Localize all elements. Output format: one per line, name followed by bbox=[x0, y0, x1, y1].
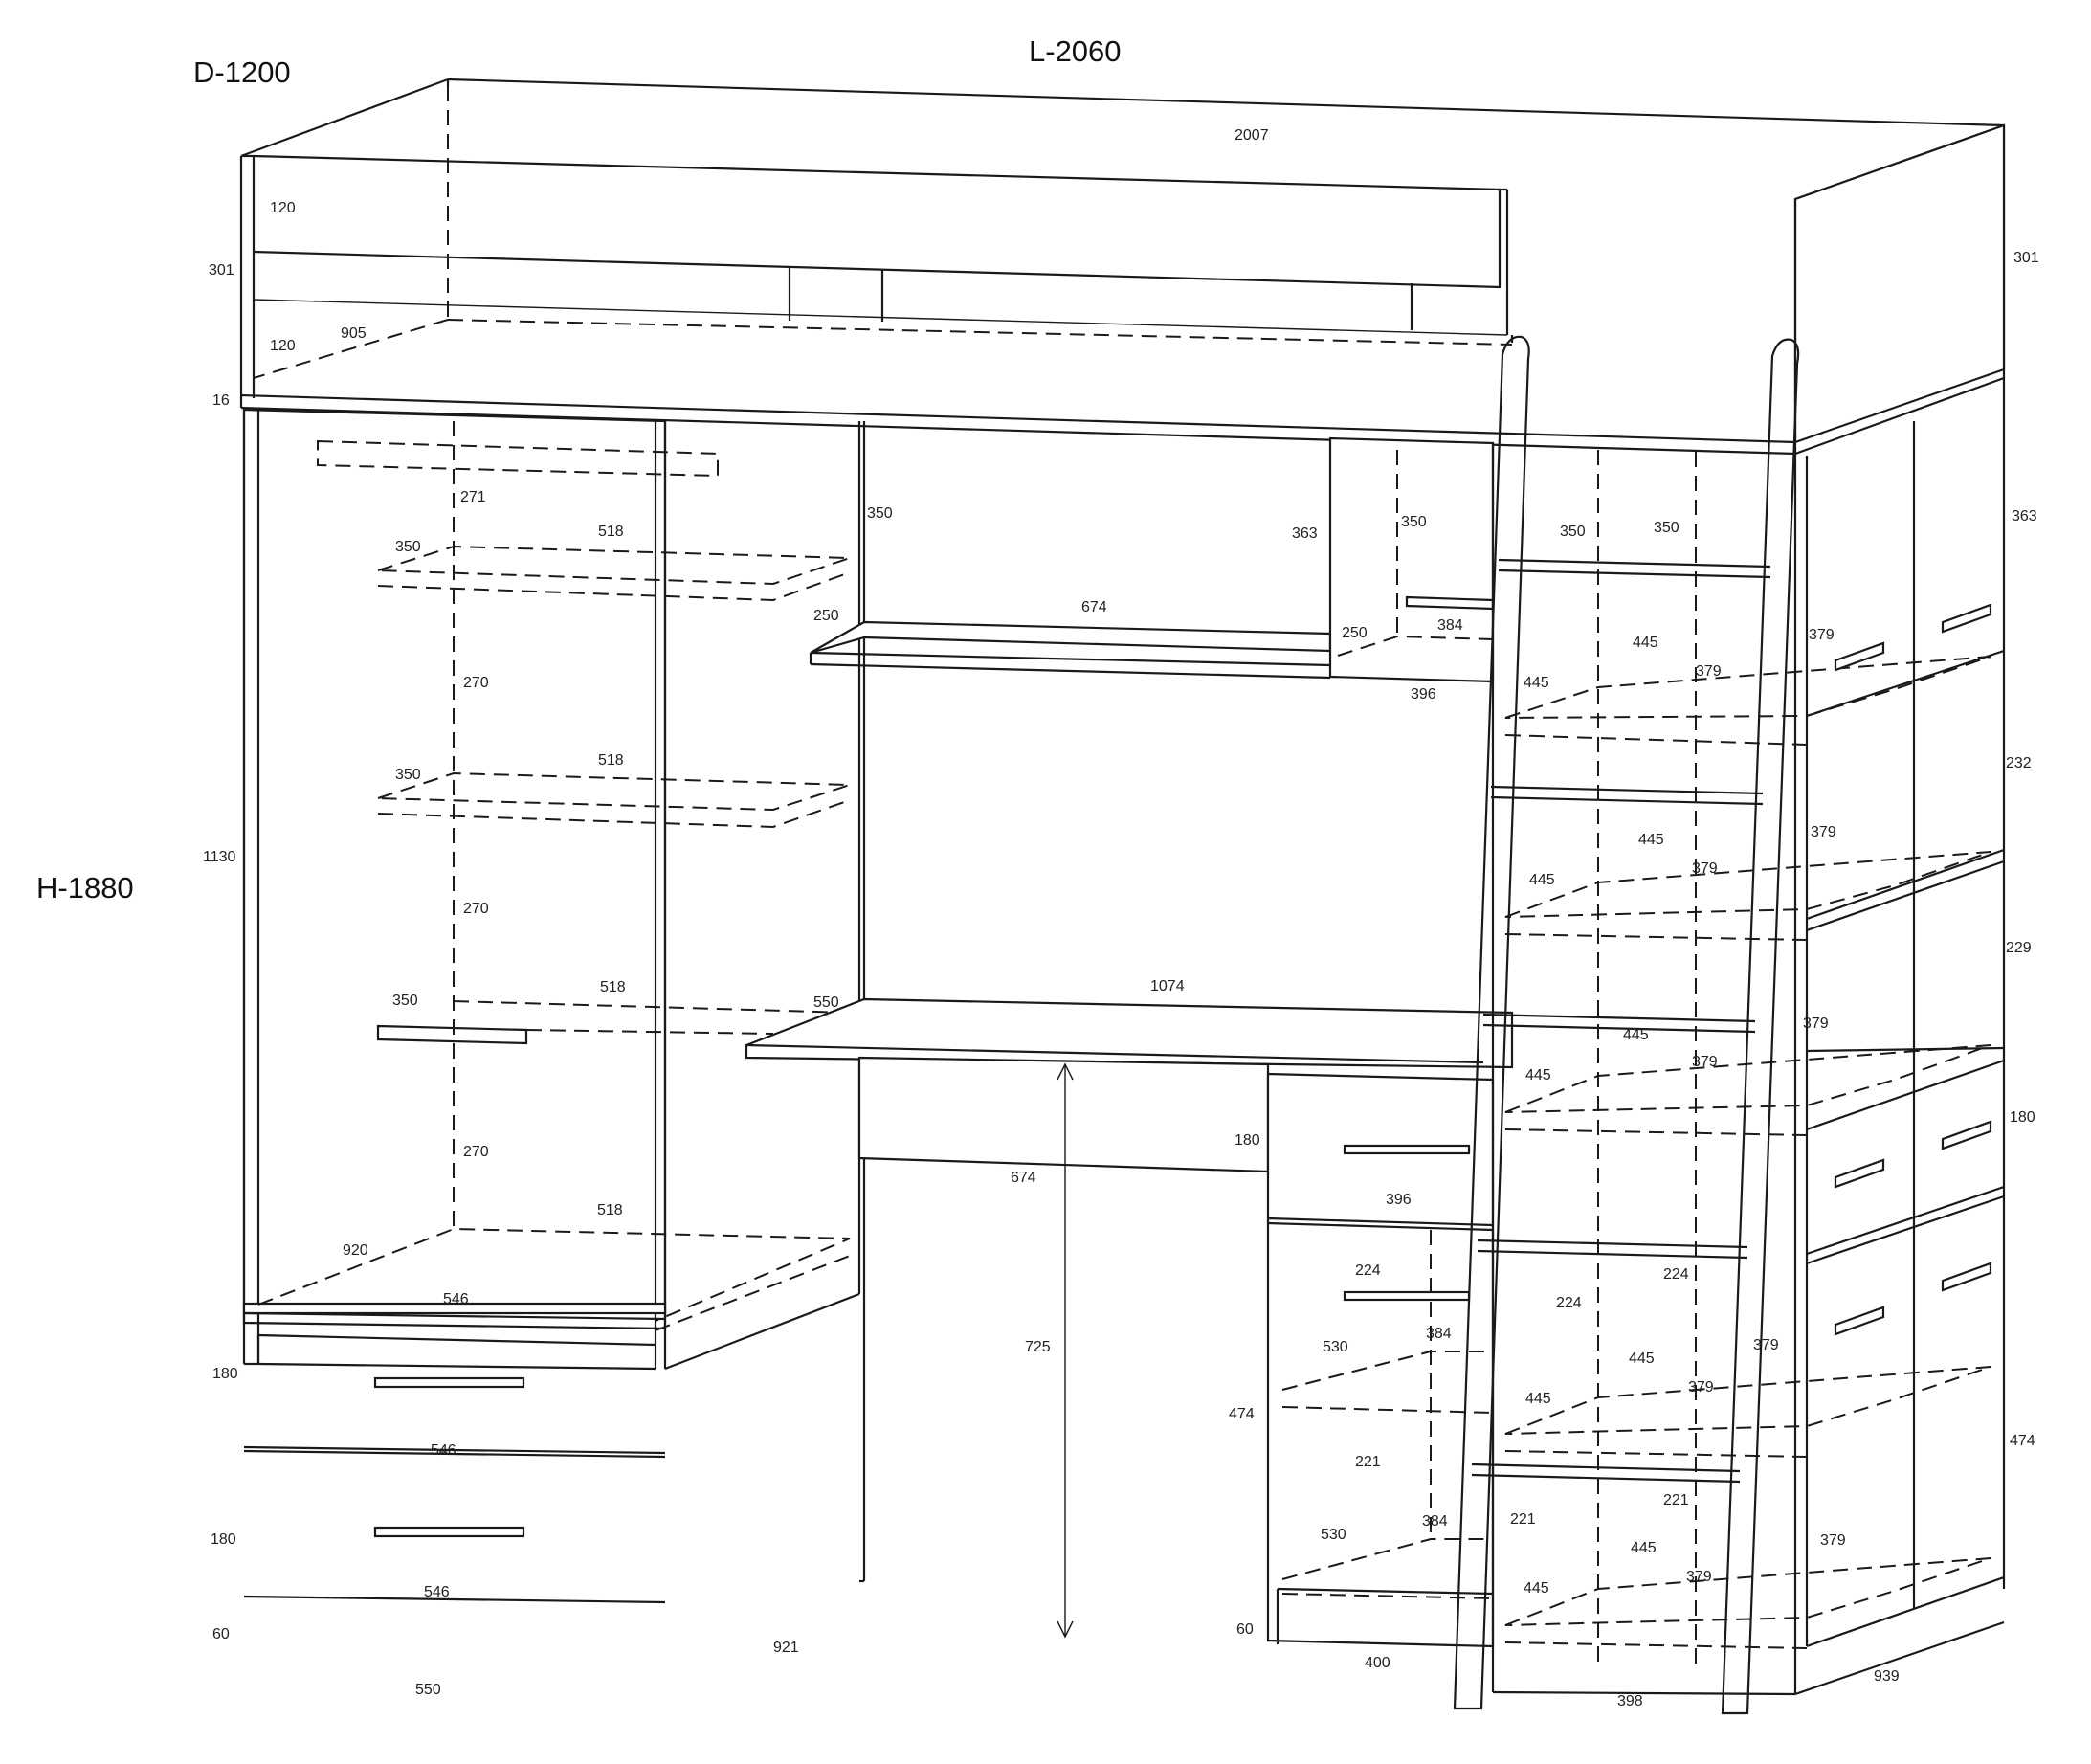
dim-base-shelf: 518 bbox=[597, 1202, 623, 1218]
dim-gap1: 270 bbox=[463, 675, 489, 691]
dim-right-end: 301 bbox=[2013, 250, 2039, 266]
dim-right-474: 474 bbox=[2010, 1433, 2035, 1449]
dim-stair-r1a: 379 bbox=[1696, 663, 1722, 680]
dim-shelf3-depth: 350 bbox=[392, 993, 418, 1009]
dim-slat: 16 bbox=[212, 392, 230, 409]
dim-stair-depth-a: 350 bbox=[1560, 524, 1586, 540]
dim-desk-depth: 550 bbox=[813, 994, 839, 1011]
dim-left-end: 301 bbox=[209, 262, 234, 279]
dim-stair-gap-c: 221 bbox=[1510, 1511, 1536, 1528]
dimension-labels: 2007 120 120 301 301 905 16 1130 271 350… bbox=[203, 127, 2039, 1709]
dim-shelf2-width: 518 bbox=[598, 752, 624, 769]
dim-drawer1-width: 546 bbox=[431, 1442, 456, 1459]
dim-niche-shelf-width: 384 bbox=[1437, 617, 1463, 634]
dim-left-base: 550 bbox=[415, 1682, 441, 1698]
dim-stair-w-a2: 445 bbox=[1529, 872, 1555, 888]
dim-right-232: 232 bbox=[2006, 755, 2032, 771]
dim-stair-r3b: 379 bbox=[1803, 1016, 1829, 1032]
dim-2007: 2007 bbox=[1235, 127, 1269, 144]
length-label: L-2060 bbox=[1029, 34, 1122, 68]
dim-shelf2-depth: 350 bbox=[395, 767, 421, 783]
dim-left-rail-upper: 120 bbox=[270, 200, 296, 216]
dim-stair-w-a4: 445 bbox=[1525, 1391, 1551, 1407]
dim-niche-shelf-depth: 250 bbox=[1342, 625, 1368, 641]
dim-desk-drawer: 674 bbox=[1011, 1170, 1036, 1186]
left-wardrobe bbox=[242, 408, 861, 1604]
dim-stair-r5b: 379 bbox=[1820, 1532, 1846, 1549]
dim-stair-w-a1: 445 bbox=[1524, 675, 1549, 691]
dim-ped-drawer-width: 396 bbox=[1386, 1192, 1412, 1208]
dim-shelf1-depth: 350 bbox=[395, 539, 421, 555]
dim-stair-w-b3: 445 bbox=[1623, 1027, 1649, 1043]
overall-dimensions: D-1200 L-2060 H-1880 bbox=[36, 34, 1122, 904]
depth-label: D-1200 bbox=[193, 56, 291, 89]
dim-ped-shelf2-depth: 530 bbox=[1321, 1527, 1346, 1543]
dim-wardrobe-height: 1130 bbox=[203, 849, 236, 865]
dim-stair-r4a: 379 bbox=[1688, 1379, 1714, 1396]
dim-pedestal-width: 400 bbox=[1365, 1655, 1390, 1671]
dim-shelf3-width: 518 bbox=[600, 979, 626, 995]
dim-stair-r1b: 379 bbox=[1809, 627, 1835, 643]
dim-wardrobe-width: 546 bbox=[443, 1291, 469, 1307]
ladder bbox=[1453, 335, 1800, 1715]
dim-drawer2-width: 546 bbox=[424, 1584, 450, 1600]
dim-stair-r4b: 379 bbox=[1753, 1337, 1779, 1353]
dim-ped-height: 474 bbox=[1229, 1406, 1255, 1422]
dim-gap2: 270 bbox=[463, 901, 489, 917]
dim-left-side-depth: 921 bbox=[773, 1640, 799, 1656]
dim-right-180: 180 bbox=[2010, 1109, 2035, 1126]
dim-plinth-left: 60 bbox=[212, 1626, 230, 1642]
height-label: H-1880 bbox=[36, 871, 134, 904]
dim-drawer2-height: 180 bbox=[211, 1531, 236, 1548]
dim-stair-r2a: 379 bbox=[1692, 860, 1718, 877]
dim-stair-r3a: 379 bbox=[1692, 1054, 1718, 1070]
dim-upper-shelf-depth: 250 bbox=[813, 608, 839, 624]
dim-stair-depth-b: 350 bbox=[1654, 520, 1679, 536]
dim-ped-shelf2-width: 384 bbox=[1422, 1513, 1448, 1530]
dim-stair-w-a5: 445 bbox=[1524, 1580, 1549, 1597]
dim-upper-shelf-width: 674 bbox=[1081, 599, 1107, 615]
dim-stair-gap-b: 224 bbox=[1663, 1266, 1689, 1283]
dim-right-depth: 939 bbox=[1874, 1668, 1900, 1685]
dim-stair-w-a3: 445 bbox=[1525, 1067, 1551, 1083]
dim-desk-back: 350 bbox=[867, 505, 893, 522]
dim-stair-w-b5: 445 bbox=[1631, 1540, 1657, 1556]
dim-wardrobe-depth: 920 bbox=[343, 1242, 368, 1259]
dim-ped-gap2: 221 bbox=[1355, 1454, 1381, 1470]
dim-left-rail-lower: 120 bbox=[270, 338, 296, 354]
dim-ped-gap1: 224 bbox=[1355, 1262, 1381, 1279]
dim-desk-width: 1074 bbox=[1150, 978, 1185, 994]
dim-bed-depth: 905 bbox=[341, 325, 367, 342]
dim-drawer1-height: 180 bbox=[212, 1366, 238, 1382]
stair-storage bbox=[1491, 378, 2006, 1696]
dim-ped-shelf1-depth: 530 bbox=[1323, 1339, 1348, 1355]
dim-stair-r5a: 379 bbox=[1686, 1569, 1712, 1585]
dim-plinth-mid: 60 bbox=[1236, 1621, 1254, 1638]
dim-niche-width: 396 bbox=[1411, 686, 1436, 703]
dim-stair-gap-a: 224 bbox=[1556, 1295, 1582, 1311]
dim-ped-shelf1-width: 384 bbox=[1426, 1326, 1452, 1342]
dim-right-363: 363 bbox=[2012, 508, 2037, 525]
dim-stair-w-b4: 445 bbox=[1629, 1351, 1655, 1367]
dim-hanger-gap: 271 bbox=[460, 489, 486, 505]
dim-shelf1-width: 518 bbox=[598, 524, 624, 540]
dim-niche-height: 363 bbox=[1292, 525, 1318, 542]
bed-frame bbox=[239, 78, 2006, 456]
dim-stair-gap-d: 221 bbox=[1663, 1492, 1689, 1508]
dim-right-229: 229 bbox=[2006, 940, 2032, 956]
dim-stair-width: 398 bbox=[1617, 1693, 1643, 1709]
dim-niche-depth: 350 bbox=[1401, 514, 1427, 530]
dim-stair-w-b1: 445 bbox=[1633, 635, 1658, 651]
dim-leg-space: 725 bbox=[1025, 1339, 1051, 1355]
dim-stair-w-b2: 445 bbox=[1638, 832, 1664, 848]
dim-gap3: 270 bbox=[463, 1144, 489, 1160]
dim-ped-drawer-height: 180 bbox=[1235, 1132, 1260, 1149]
dim-stair-r2b: 379 bbox=[1811, 824, 1836, 840]
desk bbox=[745, 421, 1514, 1648]
